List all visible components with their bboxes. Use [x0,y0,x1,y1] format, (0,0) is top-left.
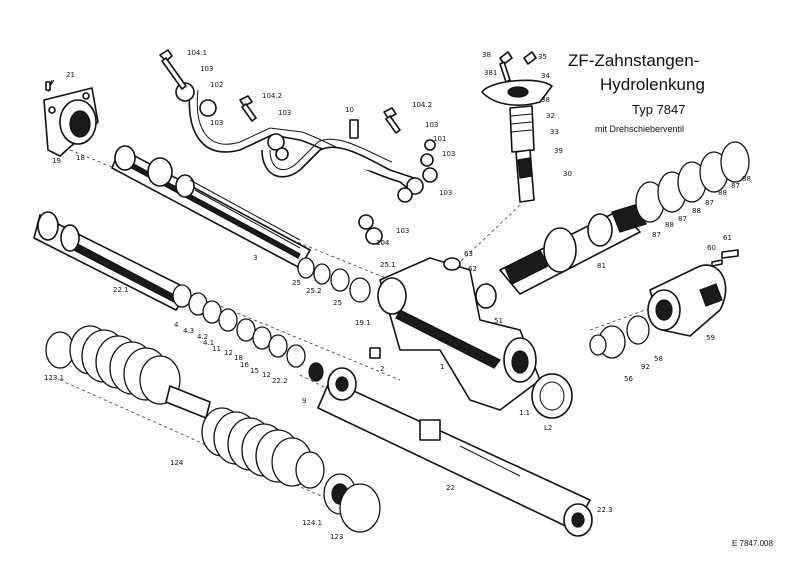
part-label: 11 [212,345,221,353]
part-label: 22 [446,484,455,492]
part-label: 104.2 [412,101,433,109]
part-label: 9 [302,397,307,405]
part-label: 81 [597,262,606,270]
subtitle-label: mit Drehschieberventil [595,124,685,134]
part-label: 63 [464,250,473,258]
part-label: 381 [484,69,498,77]
part-label: 25.2 [306,287,322,295]
part-label: 30 [563,170,572,178]
document-number: E 7847.008 [732,539,773,548]
part-label: 4.1 [203,339,215,347]
part-label: 87 [678,215,687,223]
part-label: 101 [433,135,447,143]
part-label: 88 [692,207,701,215]
part-label: 18 [234,354,243,362]
part-label: 61 [723,234,732,242]
part-label: 123 [330,533,344,541]
part-label: 88 [665,221,674,229]
part-label: 88 [742,175,751,183]
part-label: 22.3 [597,506,613,514]
part-label: 104 [376,239,390,247]
part-label: 18 [76,154,85,162]
part-label: 39 [554,147,563,155]
part-label: 32 [546,112,555,120]
part-label: 25 [333,299,342,307]
part-label: 38 [541,96,550,104]
part-label: 56 [624,375,633,383]
part-label: 104.2 [262,92,283,100]
part-label: 38 [482,51,491,59]
part-label: 34 [541,72,550,80]
part-label: 21 [66,71,75,79]
part-label: L2 [544,424,553,432]
part-label: 62 [468,265,477,273]
part-label: 92 [641,363,650,371]
rubber-boot-part-124 [45,325,381,533]
part-label: 10 [345,106,354,114]
banjo-bolts [159,49,401,139]
support-tube-part-22 [317,367,593,537]
part-label: 25 [292,279,301,287]
pinion-valve-part-81 [499,141,750,295]
part-label: 35 [538,53,547,61]
part-label: 87 [731,182,740,190]
rack-tube-part-3 [111,145,311,269]
part-label: 103 [210,119,224,127]
part-label: 59 [706,334,715,342]
part-label: 25.1 [380,261,396,269]
part-label: 1.1 [519,409,531,417]
part-label: 103 [425,121,439,129]
part-label: 33 [550,128,559,136]
part-label: 103 [442,150,456,158]
title-line-2: Hydrolenkung [600,75,705,94]
part-label: 16 [240,361,249,369]
part-label: 3 [253,254,258,262]
part-label: 22.2 [272,377,288,385]
part-label: 19 [52,157,61,165]
part-label: 12 [224,349,233,357]
part-label: 51 [494,317,503,325]
hydraulic-pipes [175,82,438,245]
part-label: 1 [440,363,445,371]
part-label: 22.1 [113,286,129,294]
part-label: 124.1 [302,519,323,527]
end-cover-part-59 [589,249,739,359]
part-label: 12 [262,371,271,379]
steering-housing-part-1 [377,257,573,419]
part-label: 4.2 [197,333,209,341]
part-label: 103 [200,65,214,73]
valve-cap-group [481,51,553,203]
part-label: 87 [652,231,661,239]
part-label: 4.3 [183,327,195,335]
part-label: 102 [210,81,224,89]
part-label: 4 [174,321,179,329]
part-label: 103 [278,109,292,117]
flange-housing-part-18 [43,79,99,157]
part-label: 103 [396,227,410,235]
part-label: 88 [718,189,727,197]
part-label: 87 [705,199,714,207]
title-line-1: ZF-Zahnstangen- [568,51,700,70]
part-label: 2 [380,365,385,373]
part-label: 123.1 [44,374,65,382]
part-label: 124 [170,459,184,467]
seal-rings-set [172,257,381,382]
type-label: Typ 7847 [632,102,686,117]
part-label: 104.1 [187,49,208,57]
part-label: 103 [439,189,453,197]
part-label: 58 [654,355,663,363]
cylinder-tube-part-22-1 [33,211,191,311]
part-label: 19.1 [355,319,371,327]
part-label: 15 [250,367,259,375]
part-label: 60 [707,244,716,252]
